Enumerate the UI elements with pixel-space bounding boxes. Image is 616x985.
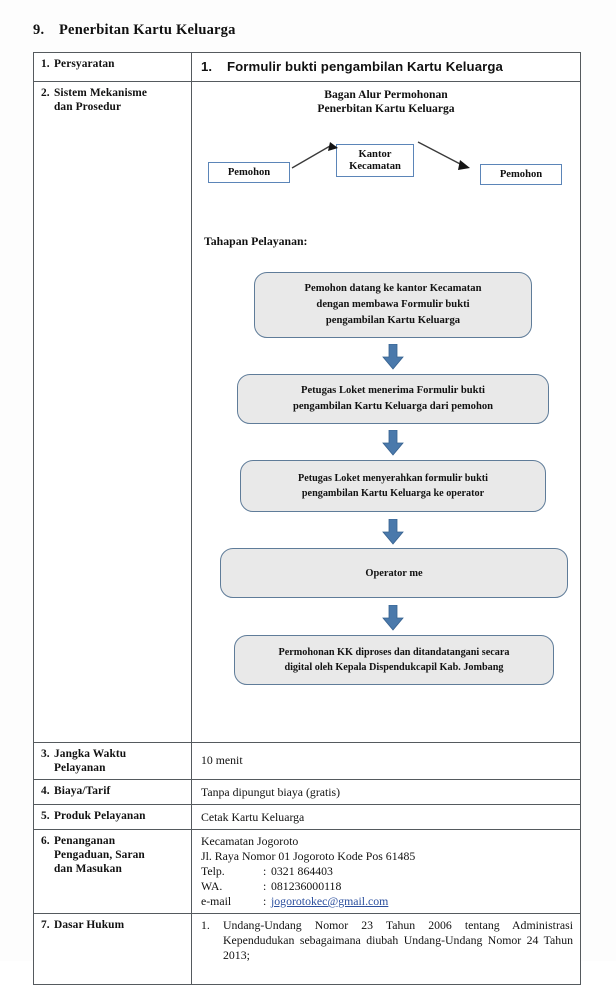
mini-box-pemohon-right: Pemohon — [480, 164, 562, 185]
row-number: 1. — [41, 58, 50, 70]
table-row-penanganan-pengaduan: 6. Penanganan Pengaduan, Saran dan Masuk… — [33, 829, 581, 914]
table-row-biaya-tarif: 4. Biaya/Tarif Tanpa dipungut biaya (gra… — [33, 779, 581, 805]
flow-arrow-2-icon — [382, 430, 404, 456]
flow-arrow-3-icon — [382, 519, 404, 545]
mini-arrow-left-to-center — [291, 142, 338, 169]
flow-step-4: Operator me — [220, 548, 568, 598]
produk-pelayanan-value: Cetak Kartu Keluarga — [201, 810, 305, 824]
contact-whatsapp-value: 081236000118 — [271, 879, 342, 893]
row-label-text: Penanganan — [54, 835, 116, 847]
row-value-flow-diagram: Bagan Alur Permohonan Penerbitan Kartu K… — [191, 81, 581, 743]
row-label-text: Jangka Waktu — [54, 748, 127, 760]
mini-box-label-line2: Kecamatan — [349, 160, 401, 172]
contact-whatsapp: WA. : 081236000118 — [201, 879, 573, 894]
contact-office: Kecamatan Jogoroto — [201, 834, 299, 848]
flow-step-2-line-2: pengambilan Kartu Keluarga dari pemohon — [292, 401, 494, 412]
row-label-sistem-mekanisme: 2. Sistem Mekanisme dan Prosedur — [33, 81, 192, 743]
mini-box-pemohon-left: Pemohon — [208, 162, 290, 183]
legal-item-text: Undang-Undang Nomor 23 Tahun 2006 tentan… — [223, 918, 573, 962]
flow-step-1-line-1: Pemohon datang ke kantor Kecamatan — [304, 283, 482, 294]
flow-step-5: Permohonan KK diproses dan ditandatangan… — [234, 635, 554, 685]
row-value-contact-block: Kecamatan Jogoroto Jl. Raya Nomor 01 Jog… — [191, 829, 581, 914]
mini-box-kantor-kecamatan: Kantor Kecamatan — [336, 144, 414, 177]
row-number: 7. — [41, 919, 50, 931]
flow-step-2: Petugas Loket menerima Formulir bukti pe… — [237, 374, 549, 424]
row-label-persyaratan: 1. Persyaratan — [33, 52, 192, 82]
flow-diagram: Bagan Alur Permohonan Penerbitan Kartu K… — [192, 82, 580, 742]
page-title: 9. Penerbitan Kartu Keluarga — [33, 22, 573, 39]
flow-step-5-line-1: Permohonan KK diproses dan ditandatangan… — [278, 647, 510, 658]
flow-step-3: Petugas Loket menyerahkan formulir bukti… — [240, 460, 546, 512]
row-label-text: Biaya/Tarif — [54, 785, 111, 797]
row-number: 6. — [41, 835, 50, 847]
mini-box-label-line1: Kantor — [358, 148, 392, 160]
mini-arrow-center-to-right — [417, 141, 470, 170]
row-label-jangka-waktu: 3. Jangka Waktu Pelayanan — [33, 742, 192, 780]
contact-colon: : — [263, 894, 267, 908]
contact-email-label: e-mail — [201, 894, 232, 908]
document-page: 9. Penerbitan Kartu Keluarga 1. Persyarat… — [33, 22, 581, 985]
flow-step-5-line-2: digital oleh Kepala Dispendukcapil Kab. … — [284, 662, 504, 673]
table-row-sistem-mekanisme: 2. Sistem Mekanisme dan Prosedur Bagan A… — [33, 81, 581, 743]
table-row-jangka-waktu: 3. Jangka Waktu Pelayanan 10 menit — [33, 742, 581, 780]
flow-step-1: Pemohon datang ke kantor Kecamatan denga… — [254, 272, 532, 338]
mini-box-label: Pemohon — [499, 168, 543, 180]
row-label-text-line2: dan Prosedur — [54, 101, 122, 113]
row-number: 5. — [41, 810, 50, 822]
row-number: 3. — [41, 748, 50, 760]
requirement-number: 1. — [201, 59, 213, 74]
flow-arrow-4-icon — [382, 605, 404, 631]
jangka-waktu-value: 10 menit — [201, 753, 243, 767]
contact-phone: Telp. : 0321 864403 — [201, 864, 573, 879]
row-label-produk-pelayanan: 5. Produk Pelayanan — [33, 804, 192, 830]
row-number: 4. — [41, 785, 50, 797]
legal-list-item: 1. Undang-Undang Nomor 23 Tahun 2006 ten… — [201, 918, 573, 963]
biaya-tarif-value: Tanpa dipungut biaya (gratis) — [201, 785, 341, 799]
requirement-text: Formulir bukti pengambilan Kartu Keluarg… — [227, 59, 503, 74]
service-standard-table: 1. Persyaratan 1. Formulir bukti pengamb… — [33, 52, 581, 985]
row-number: 2. — [41, 87, 50, 99]
row-label-text: Sistem Mekanisme — [54, 87, 148, 99]
row-label-penanganan-pengaduan: 6. Penanganan Pengaduan, Saran dan Masuk… — [33, 829, 192, 914]
contact-email: e-mail : jogorotokec@gmail.com — [201, 894, 573, 909]
table-row-dasar-hukum: 7. Dasar Hukum 1. Undang-Undang Nomor 23… — [33, 913, 581, 985]
legal-item-number: 1. — [201, 918, 210, 932]
contact-phone-value: 0321 864403 — [271, 864, 333, 878]
page-title-text: Penerbitan Kartu Keluarga — [59, 22, 236, 38]
row-label-text: Produk Pelayanan — [54, 810, 146, 822]
table-row-produk-pelayanan: 5. Produk Pelayanan Cetak Kartu Keluarga — [33, 804, 581, 830]
flow-step-3-line-2: pengambilan Kartu Keluarga ke operator — [301, 488, 485, 499]
contact-whatsapp-label: WA. — [201, 879, 223, 893]
stage-title: Tahapan Pelayanan: — [204, 234, 308, 248]
row-label-text-line3: dan Masukan — [54, 863, 122, 875]
flow-title-line2: Penerbitan Kartu Keluarga — [317, 101, 455, 115]
row-label-dasar-hukum: 7. Dasar Hukum — [33, 913, 192, 985]
row-value-produk-pelayanan: Cetak Kartu Keluarga — [191, 804, 581, 830]
flow-title-line1: Bagan Alur Permohonan — [324, 88, 448, 101]
row-value-dasar-hukum: 1. Undang-Undang Nomor 23 Tahun 2006 ten… — [191, 913, 581, 985]
page-title-number: 9. — [33, 22, 45, 38]
flow-step-2-line-1: Petugas Loket menerima Formulir bukti — [300, 385, 485, 396]
contact-email-link[interactable]: jogorotokec@gmail.com — [271, 894, 389, 908]
row-value-persyaratan: 1. Formulir bukti pengambilan Kartu Kelu… — [191, 52, 581, 82]
contact-phone-label: Telp. — [201, 864, 225, 878]
contact-colon: : — [263, 864, 267, 878]
row-label-text-line2: Pelayanan — [54, 762, 106, 774]
flow-step-1-line-2: dengan membawa Formulir bukti — [316, 299, 470, 310]
contact-address: Jl. Raya Nomor 01 Jogoroto Kode Pos 6148… — [201, 849, 416, 863]
flow-step-3-line-1: Petugas Loket menyerahkan formulir bukti — [298, 473, 488, 484]
mini-box-label: Pemohon — [227, 166, 271, 178]
contact-colon: : — [263, 879, 267, 893]
row-label-text: Dasar Hukum — [54, 919, 125, 931]
row-value-biaya-tarif: Tanpa dipungut biaya (gratis) — [191, 779, 581, 805]
row-label-biaya-tarif: 4. Biaya/Tarif — [33, 779, 192, 805]
row-label-text-line2: Pengaduan, Saran — [54, 849, 145, 861]
flow-diagram-title: Bagan Alur Permohonan Penerbitan Kartu K… — [192, 88, 580, 115]
flow-step-4-line-1: Operator me — [365, 567, 423, 579]
table-row-persyaratan: 1. Persyaratan 1. Formulir bukti pengamb… — [33, 52, 581, 82]
row-label-text: Persyaratan — [54, 58, 115, 70]
row-value-jangka-waktu: 10 menit — [191, 742, 581, 780]
flow-step-1-line-3: pengambilan Kartu Keluarga — [325, 315, 461, 326]
flow-arrow-1-icon — [382, 344, 404, 370]
